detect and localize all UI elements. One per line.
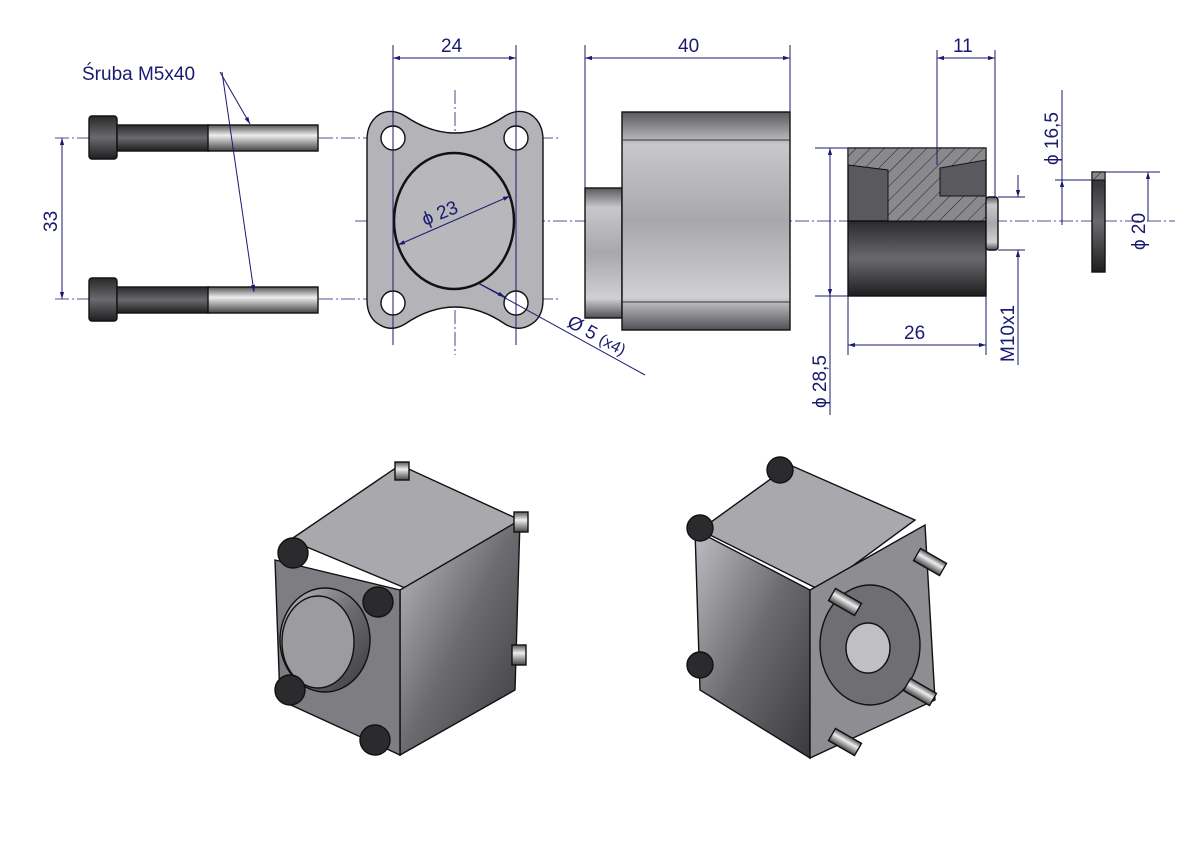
piston-hatched-section — [847, 147, 987, 222]
dim-flange-hole-arrow — [477, 282, 506, 298]
dim-washer-inner-text: ϕ 16,5 — [1042, 112, 1063, 165]
dim-piston-step-text: 11 — [953, 36, 973, 57]
bolt-bottom — [88, 277, 319, 322]
bolt-label: Śruba M5x40 — [82, 63, 195, 85]
bolt-leader-top — [219, 71, 251, 125]
dim-washer-outer-text: ϕ 20 — [1129, 213, 1150, 250]
piston-lower-half — [847, 220, 987, 297]
body-cylinder — [621, 111, 791, 331]
dim-flange-hole-leader — [477, 282, 646, 376]
washer — [1091, 171, 1106, 273]
body-hub — [584, 187, 623, 319]
dim-flange-bore — [397, 195, 511, 246]
dim-bolt-spacing-text: 33 — [41, 211, 62, 232]
bolt-top — [88, 115, 319, 160]
dim-flange-width-text: 24 — [441, 36, 463, 57]
bolt-leader-bottom — [221, 71, 256, 293]
dim-thread-text: M10x1 — [998, 305, 1019, 362]
dim-body-length-text: 40 — [678, 36, 699, 57]
dim-piston-length-text: 26 — [904, 323, 925, 344]
isometric-view-rear — [686, 456, 948, 760]
piston-thread-tip — [985, 196, 999, 251]
dim-piston-diameter-text: ϕ 28,5 — [810, 355, 831, 408]
isometric-view-front — [274, 461, 529, 757]
washer-section — [1091, 171, 1106, 181]
